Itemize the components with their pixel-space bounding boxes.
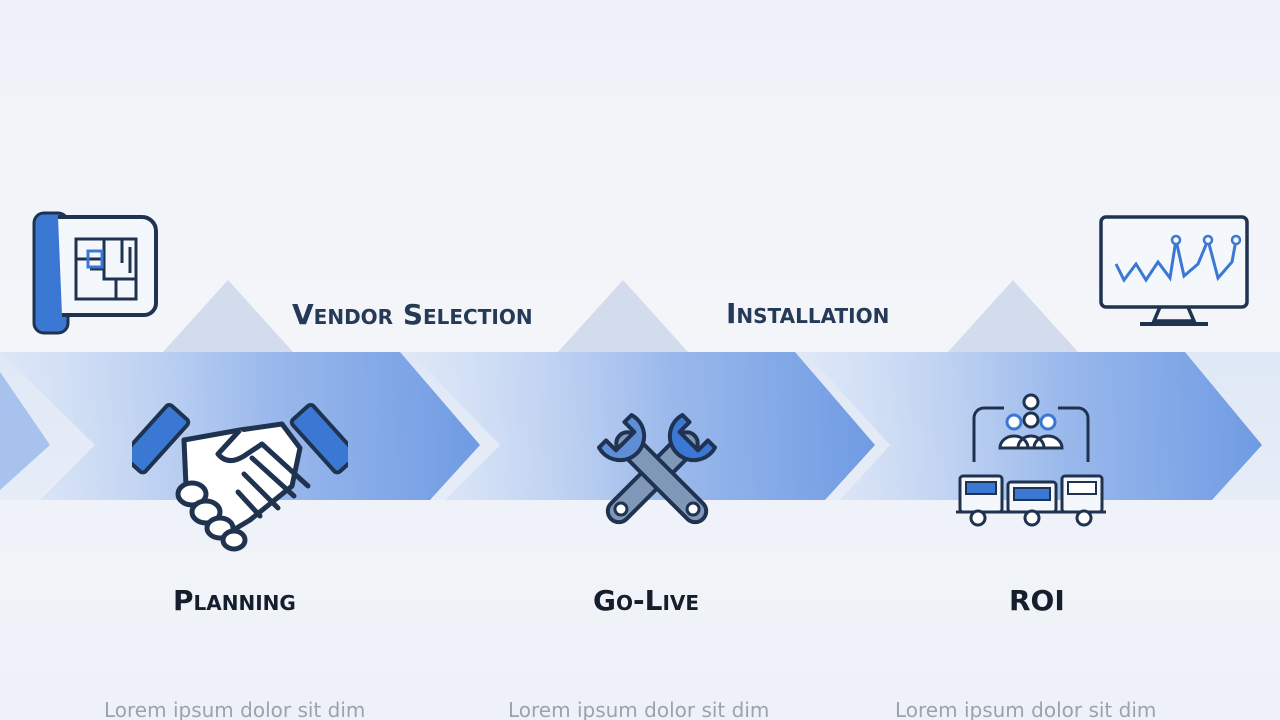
chevron-1 — [0, 352, 480, 500]
caption-roi: Lorem ipsum dolor sit dim — [895, 698, 1157, 720]
caption-planning: Lorem ipsum dolor sit dim — [104, 698, 366, 720]
wrench-tools-icon — [597, 413, 717, 525]
monitor-chart-icon — [1099, 215, 1249, 326]
peak-3 — [948, 280, 1078, 352]
team-vehicles-icon — [956, 393, 1106, 527]
peak-1 — [163, 280, 293, 352]
handshake-icon — [132, 402, 348, 552]
stage-label-go-live: Go-Live — [593, 584, 700, 617]
stage-label-planning: Planning — [173, 584, 296, 617]
chevron-0 — [0, 372, 50, 490]
stage-label-installation: Installation — [726, 297, 890, 330]
stage-label-roi: ROI — [1009, 584, 1065, 617]
caption-go-live: Lorem ipsum dolor sit dim — [508, 698, 770, 720]
stage-label-vendor-selection: Vendor Selection — [292, 298, 533, 331]
blueprint-icon — [32, 211, 158, 335]
peak-2 — [558, 280, 688, 352]
